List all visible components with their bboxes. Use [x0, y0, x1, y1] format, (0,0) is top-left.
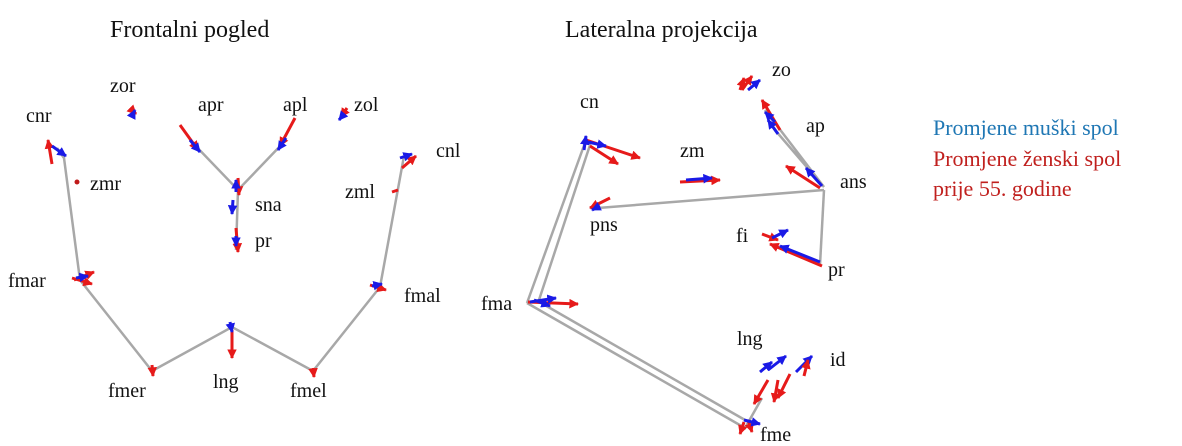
label-fme: fme [760, 424, 791, 446]
arrow-fmar-male [75, 272, 89, 283]
label-zml: zml [345, 181, 375, 203]
label-apr: apr [198, 94, 224, 116]
arrow-zm-female [679, 175, 721, 186]
label-id: id [830, 349, 846, 371]
label-fi: fi [736, 225, 749, 247]
arrow-apl-male [276, 137, 288, 151]
arrow-cnr-female [44, 139, 55, 165]
arrow-fmel-female [308, 367, 318, 378]
lateral-arrows [527, 75, 824, 435]
arrow-fi-female [761, 232, 779, 242]
lateral-pns-ans-edge [597, 188, 825, 210]
arrow-cn-male [587, 139, 607, 149]
arrow-ans-female [785, 164, 821, 190]
arrow-cn-male-2 [580, 135, 590, 151]
arrow-apr-male [188, 139, 202, 153]
lateral-ap-ans-edge [764, 109, 825, 188]
frontal-labels: zor apr apl zol cnr cnl zmr zml sna pr f… [8, 75, 461, 402]
arrow-zo-female-2 [740, 75, 754, 91]
arrow-lng-male [225, 321, 236, 333]
arrow-sna2-male [227, 199, 238, 215]
legend-female-line1: Promjene ženski spol [933, 146, 1121, 171]
arrow-zm-male [685, 173, 713, 184]
arrow-ans-male [804, 167, 824, 187]
label-ap: ap [806, 115, 825, 137]
arrow-pr-lat-female [769, 242, 823, 268]
label-fmal: fmal [404, 285, 441, 307]
label-cn: cn [580, 91, 599, 113]
arrow-zo-male [747, 78, 761, 92]
arrow-fi-male [771, 228, 789, 240]
point-zmr [74, 179, 80, 185]
label-fmar: fmar [8, 270, 46, 292]
arrow-cnl-female [401, 154, 417, 170]
arrow-cnl-male [399, 152, 413, 162]
arrow-cnr-male [51, 144, 67, 158]
arrow-fme-female [738, 421, 748, 435]
arrow-fmer-female [147, 364, 157, 377]
arrow-zml-female [391, 188, 399, 194]
arrow-ap-male-2 [766, 119, 780, 135]
arrow-lng-lat-male-2 [759, 360, 773, 374]
arrow-fmal-male [371, 280, 383, 291]
lateral-cn-fma-edge [525, 137, 592, 304]
arrow-lng-lat-female [752, 379, 770, 405]
label-sna: sna [255, 194, 282, 216]
label-cnl: cnl [436, 140, 461, 162]
lateral-ans-pr-edge [818, 189, 826, 266]
arrow-id-female [776, 373, 792, 399]
label-zmr: zmr [90, 173, 121, 195]
label-fma: fma [481, 293, 512, 315]
arrow-pr-lat-male [779, 244, 821, 264]
arrow-fme-male [743, 417, 761, 427]
label-fmel: fmel [290, 380, 327, 402]
label-pr-lateral: pr [828, 259, 845, 281]
lateral-labels: zo cn ap zm ans pns fi pr fma lng id fme [481, 59, 867, 446]
arrow-pns-male [591, 201, 602, 212]
label-zo: zo [772, 59, 791, 81]
label-ans: ans [840, 171, 867, 193]
label-apl: apl [283, 94, 308, 116]
arrow-lng-lat-female-2 [770, 379, 781, 403]
arrow-zor-male [126, 109, 137, 120]
legend-female-line2: prije 55. godine [933, 176, 1072, 201]
legend-male: Promjene muški spol [933, 115, 1119, 140]
label-lng-frontal: lng [213, 371, 239, 393]
label-lng-lateral: lng [737, 328, 763, 350]
arrow-cn-female-2 [589, 144, 619, 166]
lateral-view-title: Lateralna projekcija [565, 17, 758, 43]
frontal-arrows [44, 104, 417, 378]
arrow-id-male [794, 354, 814, 374]
arrow-fma-male-2 [533, 298, 551, 308]
label-pr-frontal: pr [255, 230, 272, 252]
arrow-zol-male [337, 110, 349, 121]
label-zol: zol [354, 94, 379, 116]
frontal-outline-edge [55, 147, 406, 373]
arrow-sna-female [233, 177, 244, 196]
label-cnr: cnr [26, 105, 52, 127]
arrow-id-female-2 [801, 359, 811, 377]
label-zm: zm [680, 140, 705, 162]
label-zor: zor [110, 75, 136, 97]
lateral-fma-fme-edge-2 [535, 298, 746, 422]
label-fmer: fmer [108, 380, 146, 402]
label-pns: pns [590, 214, 618, 236]
legend: Promjene muški spol Promjene ženski spol… [933, 115, 1121, 201]
frontal-view-title: Frontalni pogled [110, 17, 269, 43]
